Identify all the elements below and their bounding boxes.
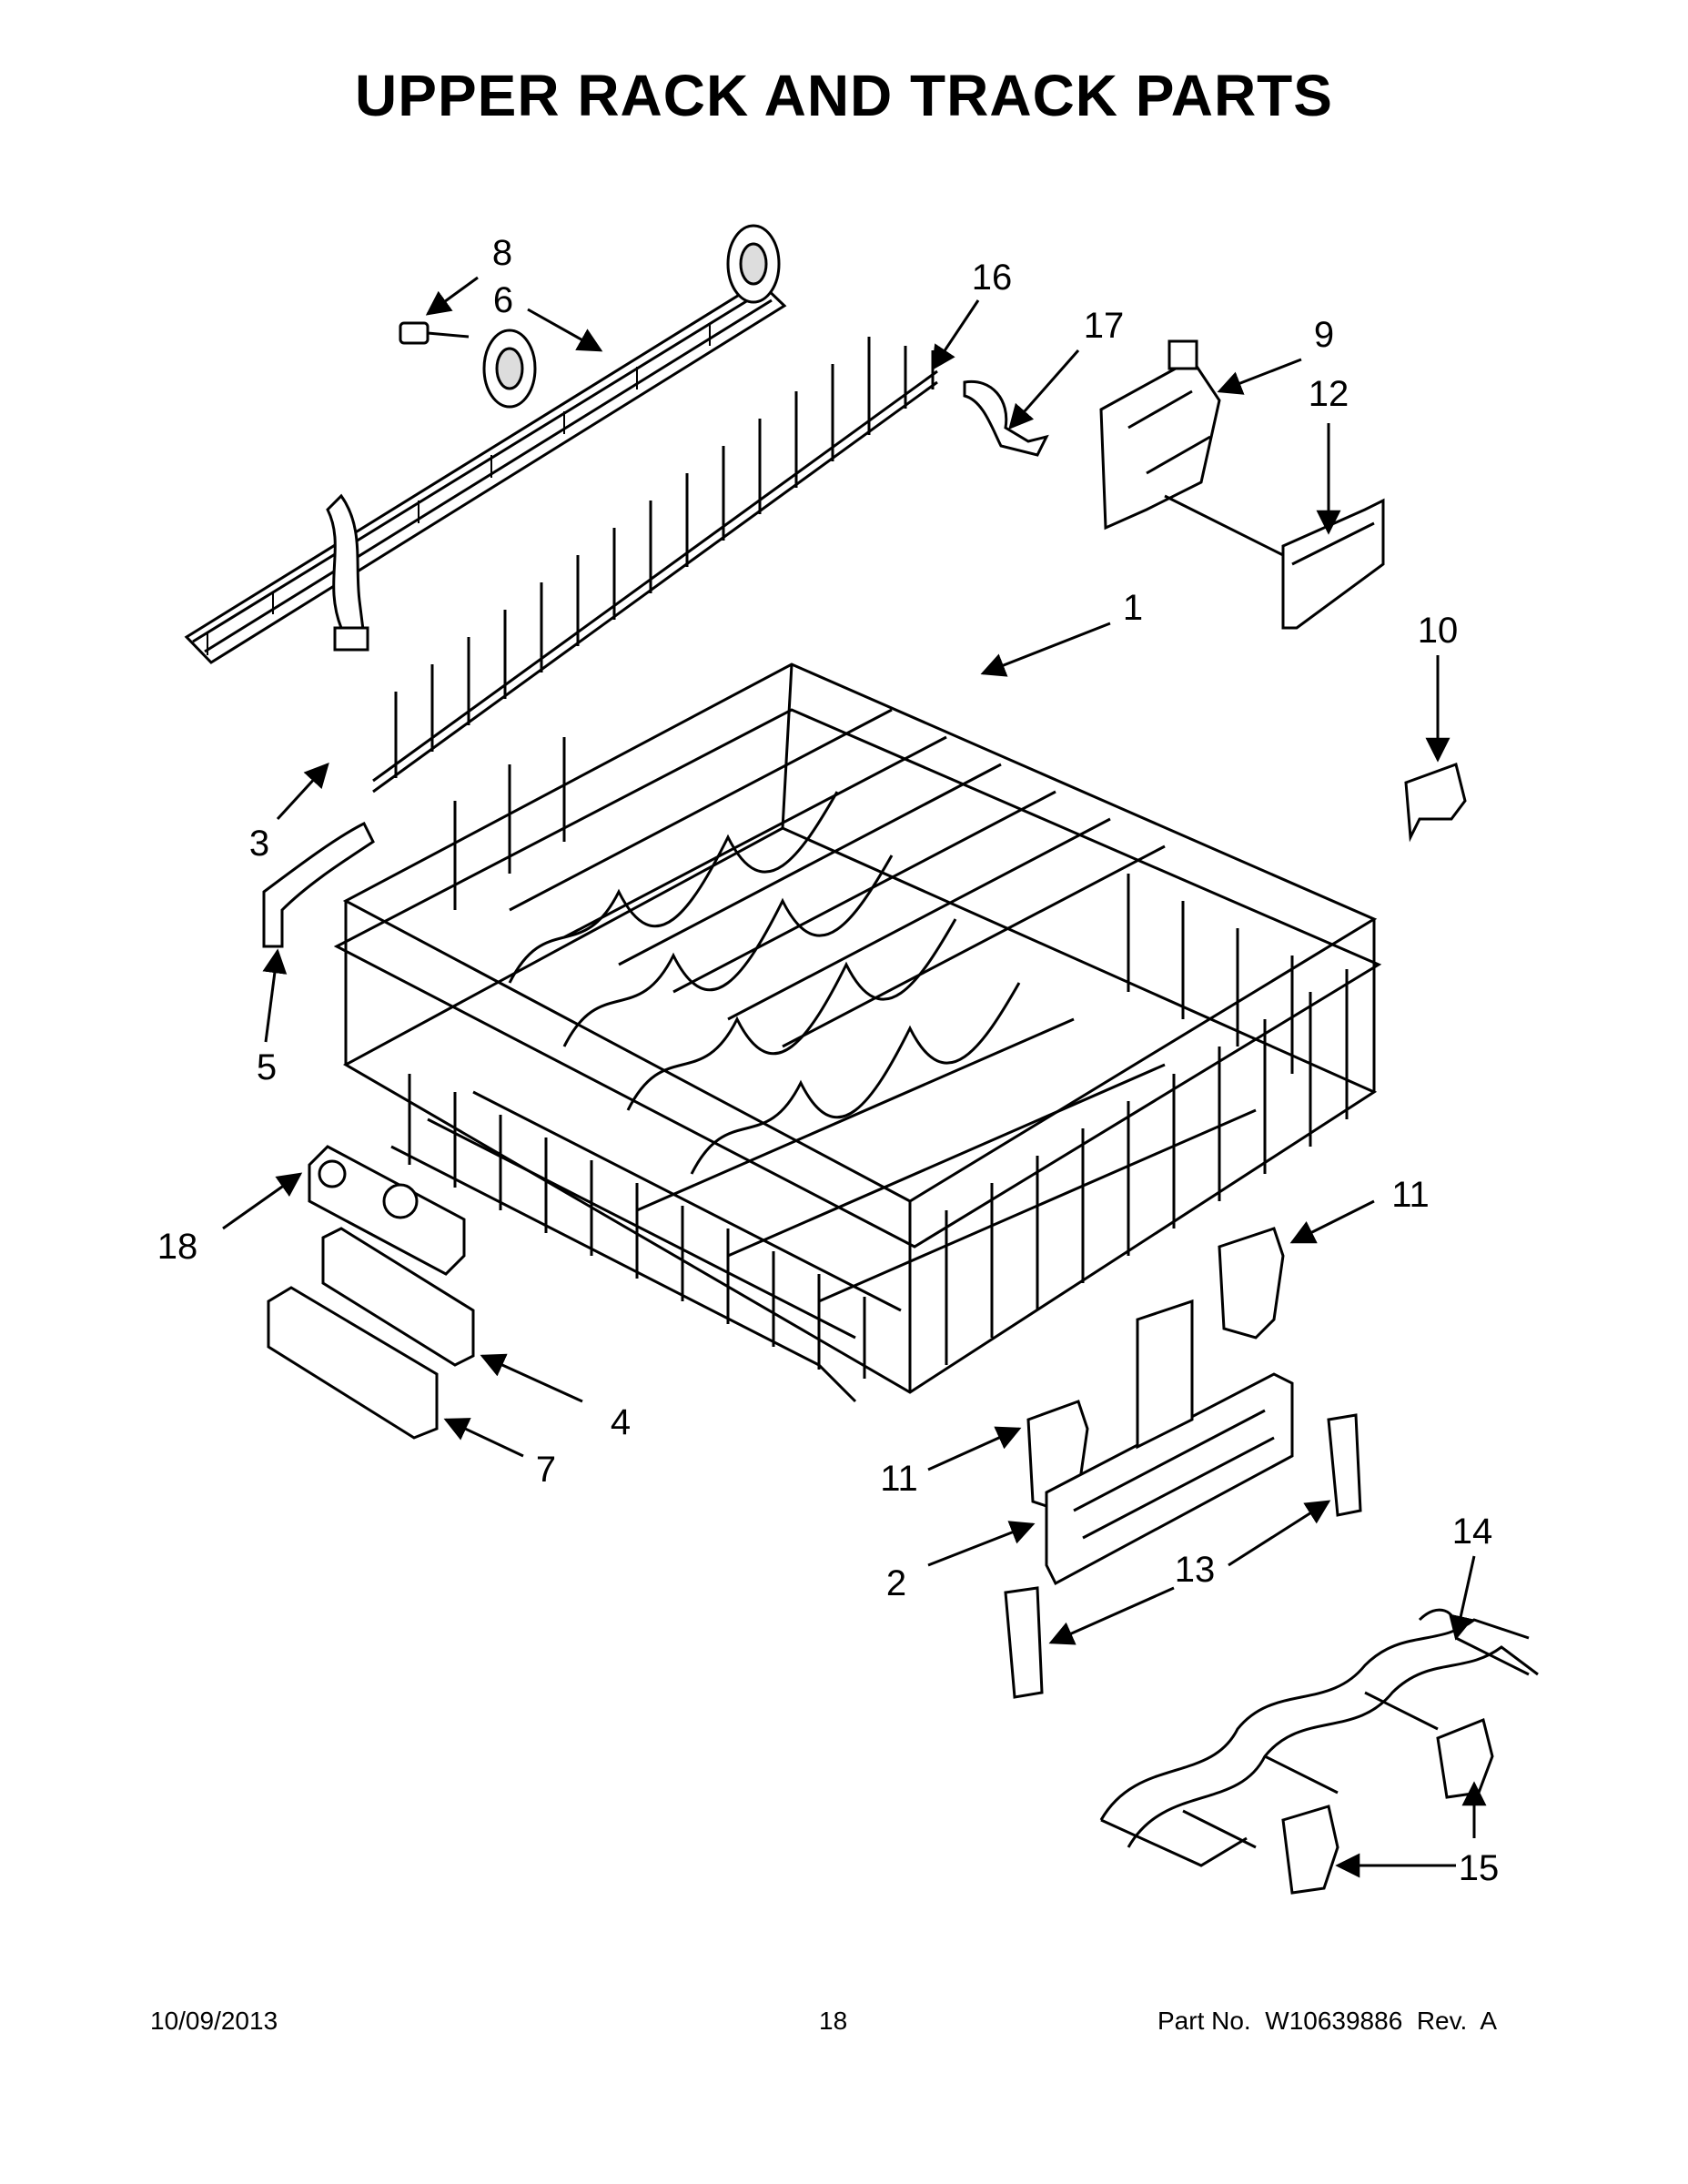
callout-14: 14: [1451, 1512, 1493, 1552]
leader-4: [480, 1353, 583, 1403]
leader-11-upper: [1289, 1199, 1375, 1244]
adjuster-18: [308, 1145, 466, 1276]
bracket-12: [1281, 498, 1385, 630]
clip-17: [963, 379, 1049, 457]
stop-13-left: [1004, 1586, 1044, 1699]
callout-9: 9: [1313, 315, 1335, 355]
leader-7: [443, 1418, 524, 1458]
leader-1: [980, 622, 1111, 677]
cover-4: [321, 1227, 475, 1367]
callout-3: 3: [248, 824, 270, 864]
cup-shelf-14: [1099, 1608, 1539, 1867]
callout-17: 17: [1083, 306, 1125, 346]
callout-18: 18: [157, 1227, 198, 1267]
callout-13: 13: [1174, 1550, 1216, 1590]
footer-part-number: Part No. W10639886 Rev. A: [1157, 2007, 1498, 2035]
callout-11-upper: 11: [1391, 1175, 1430, 1215]
clip-10: [1404, 763, 1467, 843]
callout-16: 16: [971, 258, 1013, 298]
callout-10: 10: [1417, 611, 1459, 651]
leader-6: [527, 308, 603, 352]
leader-18: [222, 1172, 303, 1230]
stop-13-right: [1327, 1413, 1362, 1517]
callout-5: 5: [256, 1047, 278, 1087]
hinge-15-left: [1281, 1805, 1339, 1895]
leader-9-12: [1164, 494, 1284, 557]
hinge-15-right: [1436, 1717, 1494, 1799]
leader-11-lower: [927, 1426, 1022, 1471]
callout-12: 12: [1308, 374, 1349, 414]
leader-3: [276, 763, 329, 821]
callout-15: 15: [1458, 1848, 1500, 1888]
page-title: UPPER RACK AND TRACK PARTS: [355, 63, 1333, 128]
tine-row: [372, 337, 938, 794]
leader-13-right: [1228, 1500, 1331, 1567]
clip-3: [326, 493, 369, 652]
handle-7: [267, 1286, 439, 1440]
track-rail: [184, 224, 787, 664]
leader-2: [927, 1521, 1036, 1567]
callout-1: 1: [1122, 588, 1144, 628]
clip-11-upper: [1218, 1227, 1285, 1340]
callout-6: 6: [492, 280, 514, 320]
leader-13-left: [1048, 1586, 1175, 1645]
leader-16: [931, 299, 980, 371]
callout-11-lower: 11: [880, 1459, 918, 1499]
leader-17: [1008, 349, 1080, 430]
footer-page-number: 18: [819, 2007, 848, 2035]
footer-date: 10/09/2013: [150, 2007, 278, 2035]
upper-rack-basket: [333, 662, 1382, 1403]
adjuster-panel-2: [1045, 1299, 1294, 1586]
leader-5: [262, 948, 288, 1043]
leader-14: [1449, 1555, 1476, 1641]
leader-9: [1217, 358, 1302, 395]
leader-8: [425, 276, 479, 316]
callout-2: 2: [885, 1563, 907, 1603]
screw: [399, 321, 470, 345]
callout-4: 4: [610, 1402, 632, 1442]
bracket-9: [1099, 339, 1221, 531]
callout-7: 7: [535, 1450, 557, 1490]
clip-5: [262, 821, 375, 948]
callout-8: 8: [491, 233, 513, 273]
